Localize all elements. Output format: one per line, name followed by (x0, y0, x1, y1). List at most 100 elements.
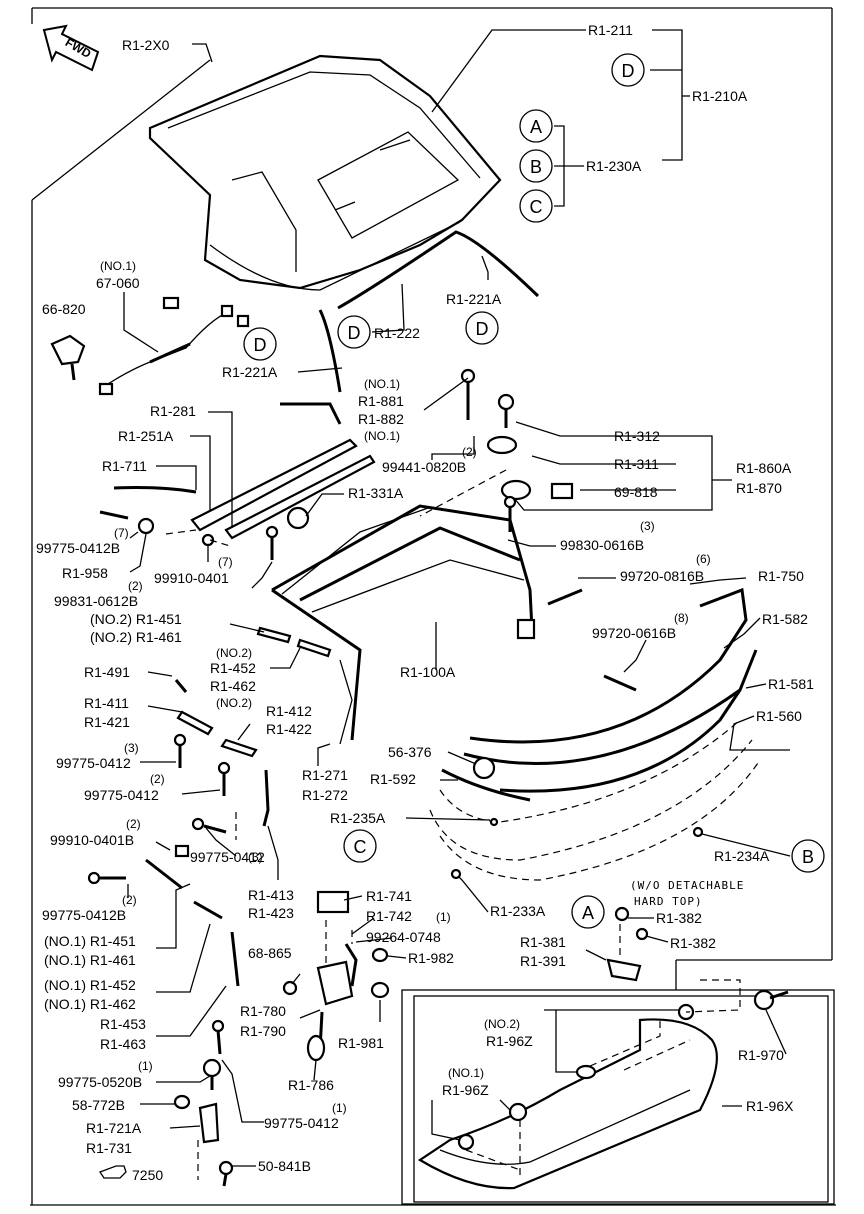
part-label: R1-711 (102, 458, 147, 474)
part-label: 99720-0616B (592, 625, 676, 641)
part-label: R1-582 (762, 611, 808, 627)
wiring-harness (50, 296, 250, 396)
part-label: (2) (128, 579, 143, 593)
circle-reference-d-mid: D (337, 315, 371, 349)
part-label: R1-312 (614, 428, 660, 444)
part-label: R1-881 (358, 393, 404, 409)
circle-reference-a-top: A (519, 109, 553, 143)
part-label: R1-221A (446, 291, 502, 307)
part-label: R1-421 (84, 714, 130, 730)
part-label: R1-251A (118, 428, 174, 444)
part-label: R1-100A (400, 664, 456, 680)
part-label: (3) (640, 519, 655, 533)
fwd-arrow-icon: FWD (42, 24, 100, 72)
circle-reference-d-left: D (243, 327, 277, 361)
part-label: R1-2X0 (122, 37, 170, 53)
part-label: (NO.1) R1-452 (44, 977, 136, 993)
side-rails (113, 402, 376, 540)
part-label: R1-592 (370, 771, 416, 787)
circle-letter: C (530, 197, 543, 217)
circle-letter: C (354, 837, 367, 857)
bottom-bracket (173, 1019, 234, 1187)
part-label: 67-060 (96, 275, 140, 291)
part-label: R1-411 (84, 695, 129, 711)
part-label: R1-271 (302, 767, 348, 783)
part-label: R1-230A (586, 158, 642, 174)
part-label: (3) (248, 850, 263, 864)
part-label: R1-234A (714, 848, 770, 864)
part-label: R1-382 (670, 935, 716, 951)
part-label: 58-772B (72, 1097, 125, 1113)
part-label: (2) (150, 772, 165, 786)
part-label: (NO.2) (216, 696, 252, 710)
part-label: (NO.1) (364, 429, 400, 443)
part-label: 66-820 (42, 301, 86, 317)
part-label: (7) (114, 526, 129, 540)
part-label: R1-311 (614, 456, 659, 472)
part-label: R1-860A (736, 460, 792, 476)
part-label: R1-96Z (442, 1082, 489, 1098)
part-label: (8) (674, 611, 689, 625)
part-label: R1-463 (100, 1036, 146, 1052)
part-label: R1-233A (490, 903, 546, 919)
part-label: (1) (436, 910, 451, 924)
part-label: 99910-0401B (50, 832, 134, 848)
rear-window (317, 131, 460, 239)
part-label: (NO.1) (100, 259, 136, 273)
part-label: 99831-0612B (54, 593, 138, 609)
part-label: HARD TOP) (634, 895, 703, 908)
part-label: (7) (218, 555, 233, 569)
part-label: R1-982 (408, 950, 454, 966)
part-label: R1-981 (338, 1035, 384, 1051)
soft-top-cover (148, 54, 502, 291)
part-label: R1-731 (86, 1140, 132, 1156)
part-label: R1-221A (222, 364, 278, 380)
diagram-frame (30, 7, 836, 1206)
part-label: (NO.2) R1-461 (90, 629, 182, 645)
part-label: R1-750 (758, 568, 804, 584)
part-label: R1-452 (210, 660, 256, 676)
reference-number: 7250 (132, 1167, 163, 1183)
circle-reference-b-top: B (519, 149, 553, 183)
part-label: (NO.1) R1-451 (44, 933, 136, 949)
part-label: R1-423 (248, 905, 294, 921)
part-label: (NO.1) (364, 377, 400, 391)
part-label: R1-786 (288, 1077, 334, 1093)
part-label: R1-870 (736, 480, 782, 496)
part-label: 99910-0401 (154, 570, 229, 586)
part-label: 99264-0748 (366, 929, 441, 945)
part-label: R1-742 (366, 908, 412, 924)
part-label: (2) (122, 893, 137, 907)
circle-reference-d-right: D (465, 311, 499, 345)
part-label: (NO.2) R1-451 (90, 611, 182, 627)
hardtop-inner-box (413, 995, 829, 1203)
part-label: R1-882 (358, 411, 404, 427)
circle-reference-a-mid: A (571, 895, 605, 929)
part-label: (2) (462, 445, 477, 459)
part-label: 68-865 (248, 945, 292, 961)
part-label: (3) (124, 741, 139, 755)
part-label: R1-790 (240, 1023, 286, 1039)
part-label: R1-581 (768, 676, 814, 692)
rear-garnish (429, 587, 761, 881)
part-label: R1-235A (330, 810, 386, 826)
part-label: (NO.2) (216, 646, 252, 660)
part-label: R1-331A (348, 485, 404, 501)
part-label: R1-272 (302, 787, 348, 803)
part-label: R1-211 (588, 22, 633, 38)
part-label: 99775-0412 (56, 755, 131, 771)
page-reference: 7250 (99, 1165, 163, 1183)
part-label: R1-453 (100, 1016, 146, 1032)
part-label: 99830-0616B (560, 537, 644, 553)
circle-reference-c-top: C (519, 189, 553, 223)
leader-lines (123, 29, 791, 1167)
part-label: R1-721A (86, 1120, 142, 1136)
part-label: 69-818 (614, 484, 658, 500)
part-label: R1-412 (266, 703, 312, 719)
part-label: R1-741 (366, 888, 412, 904)
part-label: (2) (126, 817, 141, 831)
part-label: 99775-0412 (84, 787, 159, 803)
fastener-parts (87, 368, 704, 987)
part-label: R1-281 (150, 403, 196, 419)
hardtop-box (401, 989, 835, 1205)
